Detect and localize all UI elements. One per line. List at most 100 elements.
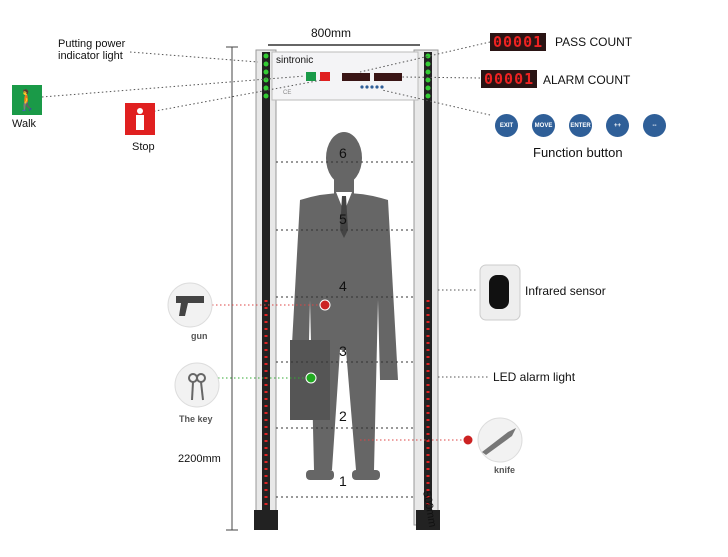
alarm-led xyxy=(426,307,430,309)
stop-label: Stop xyxy=(132,141,155,153)
power-indicator-led xyxy=(425,93,431,99)
alarm-led xyxy=(264,321,268,323)
power-indicator-led xyxy=(263,93,269,99)
power-indicator-led xyxy=(263,77,269,83)
height-label: 2200mm xyxy=(178,453,221,465)
move-button: MOVE xyxy=(532,114,555,137)
zone-4: 4 xyxy=(339,278,347,294)
alarm-led xyxy=(264,398,268,400)
alarm-led xyxy=(426,384,430,386)
svg-text:🚶: 🚶 xyxy=(15,88,40,112)
alarm-led xyxy=(264,349,268,351)
gun-label: gun xyxy=(191,331,208,341)
alarm-led xyxy=(264,433,268,435)
brand-label: sintronic xyxy=(276,55,314,66)
alarm-led xyxy=(426,454,430,456)
power-indicator-led xyxy=(425,77,431,83)
plus-button: ++ xyxy=(606,114,629,137)
alarm-led xyxy=(426,391,430,393)
alarm-led xyxy=(264,391,268,393)
pass-count-label: PASS COUNT xyxy=(555,35,633,49)
alarm-led xyxy=(426,398,430,400)
alarm-led xyxy=(264,363,268,365)
alarm-led xyxy=(426,314,430,316)
led-alarm-label: LED alarm light xyxy=(493,370,576,384)
power-indicator-led xyxy=(425,85,431,91)
callout-lines xyxy=(41,41,491,441)
alarm-led xyxy=(264,342,268,344)
zone-6: 6 xyxy=(339,145,347,161)
gun-image xyxy=(167,282,213,328)
zone-5: 5 xyxy=(339,211,347,227)
alarm-led xyxy=(426,356,430,358)
power-indicator-led xyxy=(263,53,269,59)
alarm-led xyxy=(264,475,268,477)
alarm-led xyxy=(426,342,430,344)
key-image xyxy=(174,362,220,408)
alarm-led xyxy=(426,496,430,498)
power-indicator-led xyxy=(263,85,269,91)
alarm-led xyxy=(264,503,268,505)
power-indicator-led xyxy=(425,69,431,75)
alarm-led xyxy=(264,454,268,456)
alarm-led xyxy=(426,426,430,428)
minus-button: -- xyxy=(643,114,666,137)
alarm-led xyxy=(426,447,430,449)
alarm-count-label: ALARM COUNT xyxy=(543,73,631,87)
alarm-led xyxy=(426,363,430,365)
zone-lines xyxy=(276,161,414,498)
alarm-led xyxy=(264,496,268,498)
width-label: 800mm xyxy=(311,26,352,40)
alarm-led xyxy=(264,335,268,337)
zone-2: 2 xyxy=(339,408,347,424)
pass-count-display: 00001 xyxy=(490,33,547,51)
knife-label: knife xyxy=(494,465,516,475)
left-pillar xyxy=(254,49,278,530)
right-pillar xyxy=(413,49,440,530)
alarm-led xyxy=(426,503,430,505)
alarm-led xyxy=(264,426,268,428)
alarm-led xyxy=(264,405,268,407)
power-indicator-led xyxy=(263,61,269,67)
power-indicator-led xyxy=(425,61,431,67)
alarm-led xyxy=(264,419,268,421)
alarm-led xyxy=(426,489,430,491)
alarm-led xyxy=(426,321,430,323)
alarm-led xyxy=(426,468,430,470)
power-indicator-led xyxy=(425,53,431,59)
alarm-led xyxy=(264,314,268,316)
alarm-led xyxy=(264,468,268,470)
alarm-led xyxy=(426,475,430,477)
alarm-led xyxy=(426,370,430,372)
alarm-led xyxy=(264,412,268,414)
alarm-led xyxy=(426,412,430,414)
zone-3: 3 xyxy=(339,343,347,359)
function-button-label: Function button xyxy=(533,145,623,160)
alarm-led xyxy=(264,447,268,449)
exit-button: EXIT xyxy=(495,114,518,137)
alarm-led xyxy=(264,384,268,386)
alarm-led xyxy=(264,307,268,309)
alarm-led xyxy=(426,300,430,302)
alarm-led xyxy=(264,328,268,330)
zone-1: 1 xyxy=(339,473,347,489)
alarm-led xyxy=(264,461,268,463)
alarm-led xyxy=(264,489,268,491)
key-label: The key xyxy=(179,414,213,424)
alarm-led xyxy=(426,419,430,421)
alarm-led xyxy=(264,440,268,442)
infrared-sensor-label: Infrared sensor xyxy=(525,284,606,298)
alarm-led xyxy=(426,433,430,435)
walk-label: Walk xyxy=(12,118,37,130)
alarm-led xyxy=(426,377,430,379)
ce-mark: CE xyxy=(283,90,292,96)
alarm-count-display: 00001 xyxy=(481,70,538,88)
alarm-led xyxy=(264,370,268,372)
alarm-led xyxy=(426,349,430,351)
alarm-led xyxy=(426,335,430,337)
alarm-led xyxy=(264,300,268,302)
alarm-led xyxy=(264,482,268,484)
